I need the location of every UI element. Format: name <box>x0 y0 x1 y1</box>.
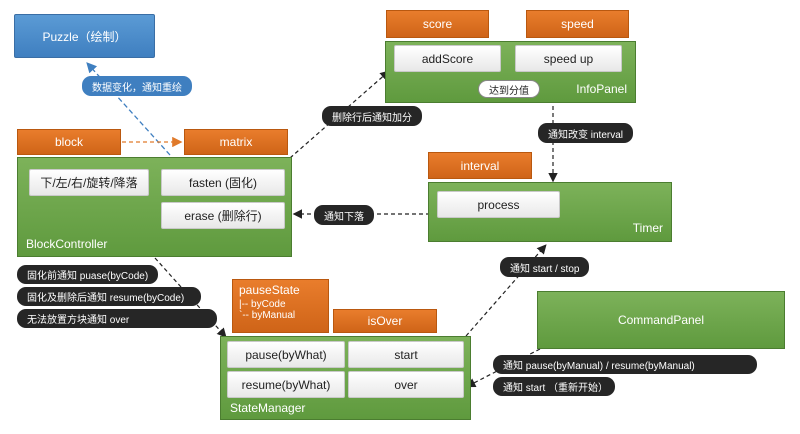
block-tag-text: block <box>54 135 83 149</box>
is-over-tag-text: isOver <box>367 314 403 328</box>
pause-button: pause(byWhat) <box>227 341 345 368</box>
info-panel: addScore speed up InfoPanel <box>385 41 636 103</box>
interval-tag: interval <box>428 152 532 179</box>
notify-draw-label: 数据变化，通知重绘 <box>82 76 192 96</box>
note-restart: 通知 start （重新开始） <box>493 377 615 396</box>
pause-state-title: pauseState <box>239 283 300 297</box>
notify-fall-label: 通知下落 <box>314 205 374 225</box>
resume-button: resume(byWhat) <box>227 371 345 398</box>
pause-state-tag: pauseState |-- byCode `-- byManual <box>232 279 329 333</box>
pause-state-line2: `-- byManual <box>239 310 296 321</box>
arrow-to-puzzle <box>86 62 171 156</box>
matrix-tag-text: matrix <box>219 135 253 149</box>
timer-title: Timer <box>632 221 663 235</box>
puzzle-box: Puzzle（绘制） <box>14 14 155 58</box>
add-score-button: addScore <box>394 45 501 72</box>
puzzle-label: Puzzle（绘制） <box>42 29 127 44</box>
move-button: 下/左/右/旋转/降落 <box>29 169 149 196</box>
block-tag: block <box>17 129 121 155</box>
note-pause-bycode: 固化前通知 puase(byCode) <box>17 265 158 284</box>
erase-button: erase (删除行) <box>161 202 285 229</box>
timer-panel: process Timer <box>428 182 672 242</box>
info-panel-title: InfoPanel <box>576 82 627 96</box>
reach-score-label: 达到分值 <box>478 80 540 98</box>
fasten-button: fasten (固化) <box>161 169 285 196</box>
notify-start-stop-label: 通知 start / stop <box>500 257 590 277</box>
speed-tag-text: speed <box>561 17 594 31</box>
speed-up-button: speed up <box>515 45 622 72</box>
notify-add-score-label: 删除行后通知加分 <box>322 106 422 126</box>
score-tag: score <box>386 10 489 38</box>
notify-interval-label: 通知改变 interval <box>538 123 634 143</box>
block-controller-title: BlockController <box>26 237 108 251</box>
process-button: process <box>437 191 560 218</box>
matrix-tag: matrix <box>184 129 288 155</box>
command-panel-title: CommandPanel <box>617 313 705 327</box>
block-controller: 下/左/右/旋转/降落 fasten (固化) erase (删除行) Bloc… <box>17 157 292 257</box>
is-over-tag: isOver <box>333 309 437 333</box>
command-panel: CommandPanel <box>537 291 785 349</box>
note-pause-resume-manual: 通知 pause(byManual) / resume(byManual) <box>493 355 757 374</box>
speed-tag: speed <box>526 10 629 38</box>
over-button: over <box>348 371 464 398</box>
state-manager-title: StateManager <box>230 401 306 415</box>
score-tag-text: score <box>422 17 453 31</box>
start-button: start <box>348 341 464 368</box>
interval-tag-text: interval <box>460 158 500 173</box>
note-resume-bycode: 固化及删除后通知 resume(byCode) <box>17 287 201 306</box>
note-over: 无法放置方块通知 over <box>17 309 217 328</box>
pause-state-line1: |-- byCode <box>239 299 286 310</box>
state-manager: pause(byWhat) start resume(byWhat) over … <box>220 336 471 420</box>
